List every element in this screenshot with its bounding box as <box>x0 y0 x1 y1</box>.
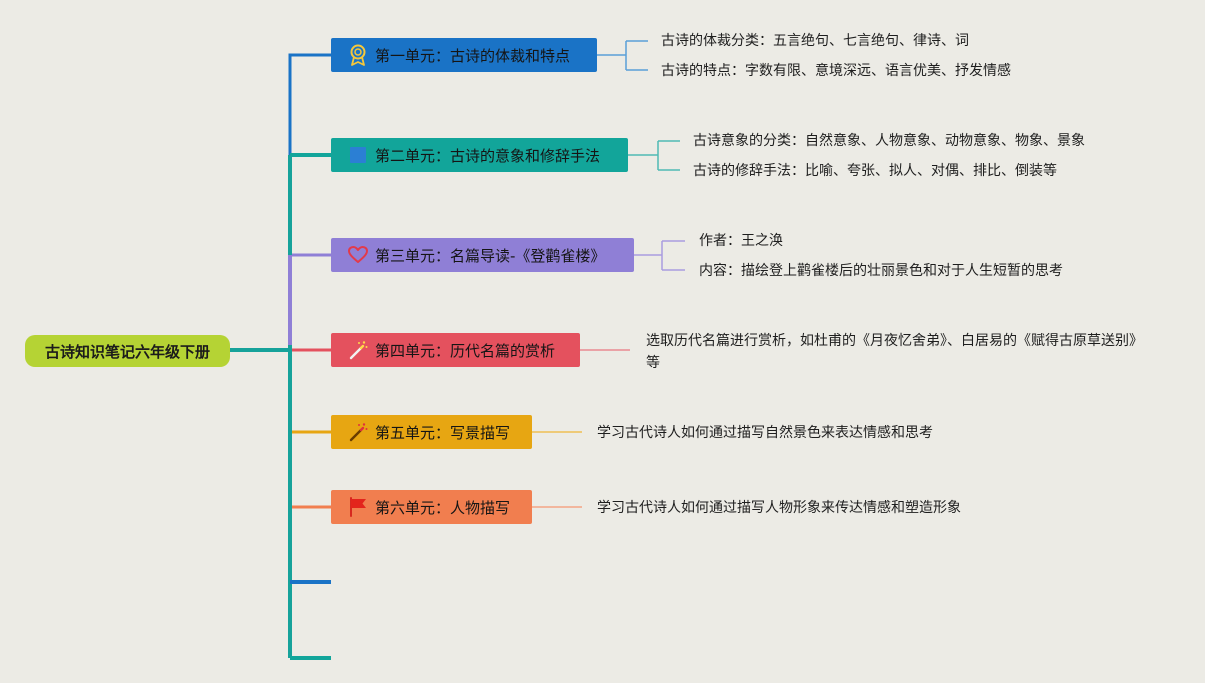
unit-1-label: 第一单元：古诗的体裁和特点 <box>375 46 571 65</box>
detail-connector-unit-2 <box>628 140 680 171</box>
magic-wand-icon <box>347 339 369 361</box>
unit-5-label: 第五单元：写景描写 <box>375 423 511 442</box>
unit-1-topic[interactable]: 第一单元：古诗的体裁和特点 <box>331 38 597 72</box>
unit-3-topic[interactable]: 第三单元：名篇导读-《登鹳雀楼》 <box>331 238 634 272</box>
unit-4-topic[interactable]: 第四单元：历代名篇的赏析 <box>331 333 580 367</box>
unit-2-topic[interactable]: 第二单元：古诗的意象和修辞手法 <box>331 138 628 172</box>
flag-icon <box>347 496 369 518</box>
magic-wand-icon <box>347 421 369 443</box>
unit-4-label: 第四单元：历代名篇的赏析 <box>375 341 556 360</box>
unit-6-label: 第六单元：人物描写 <box>375 498 511 517</box>
unit-4-detail-1: 选取历代名篇进行赏析，如杜甫的《月夜忆舍弟》、白居易的《赋得古原草送别》等 <box>646 333 1136 371</box>
unit-5-detail-1: 学习古代诗人如何通过描写自然景色来表达情感和思考 <box>597 425 933 441</box>
unit-1-detail-2: 古诗的特点：字数有限、意境深远、语言优美、抒发情感 <box>661 63 1011 79</box>
unit-5-topic[interactable]: 第五单元：写景描写 <box>331 415 532 449</box>
unit-6-topic[interactable]: 第六单元：人物描写 <box>331 490 532 524</box>
unit-6-detail-1: 学习古代诗人如何通过描写人物形象来传达情感和塑造形象 <box>597 500 961 516</box>
unit-1-detail-1: 古诗的体裁分类：五言绝句、七言绝句、律诗、词 <box>661 33 969 49</box>
unit-2-detail-1: 古诗意象的分类：自然意象、人物意象、动物意象、物象、景象 <box>693 133 1085 149</box>
unit-2-label: 第二单元：古诗的意象和修辞手法 <box>375 146 601 165</box>
unit-2-detail-2: 古诗的修辞手法：比喻、夸张、拟人、对偶、排比、倒装等 <box>693 163 1057 179</box>
detail-connector-unit-3 <box>634 240 685 271</box>
unit-3-label: 第三单元：名篇导读-《登鹳雀楼》 <box>375 246 606 265</box>
detail-connector-unit-1 <box>597 40 648 71</box>
award-ribbon-icon <box>347 44 369 66</box>
square-icon <box>347 144 369 166</box>
unit-3-detail-1: 作者：王之涣 <box>699 233 783 249</box>
root-topic[interactable]: 古诗知识笔记六年级下册 <box>25 335 230 367</box>
branch-unit-1 <box>288 53 331 155</box>
unit-3-detail-2: 内容：描绘登上鹳雀楼后的壮丽景色和对于人生短暂的思考 <box>699 263 1063 279</box>
root-topic-label: 古诗知识笔记六年级下册 <box>44 342 210 361</box>
heart-icon <box>347 244 369 266</box>
